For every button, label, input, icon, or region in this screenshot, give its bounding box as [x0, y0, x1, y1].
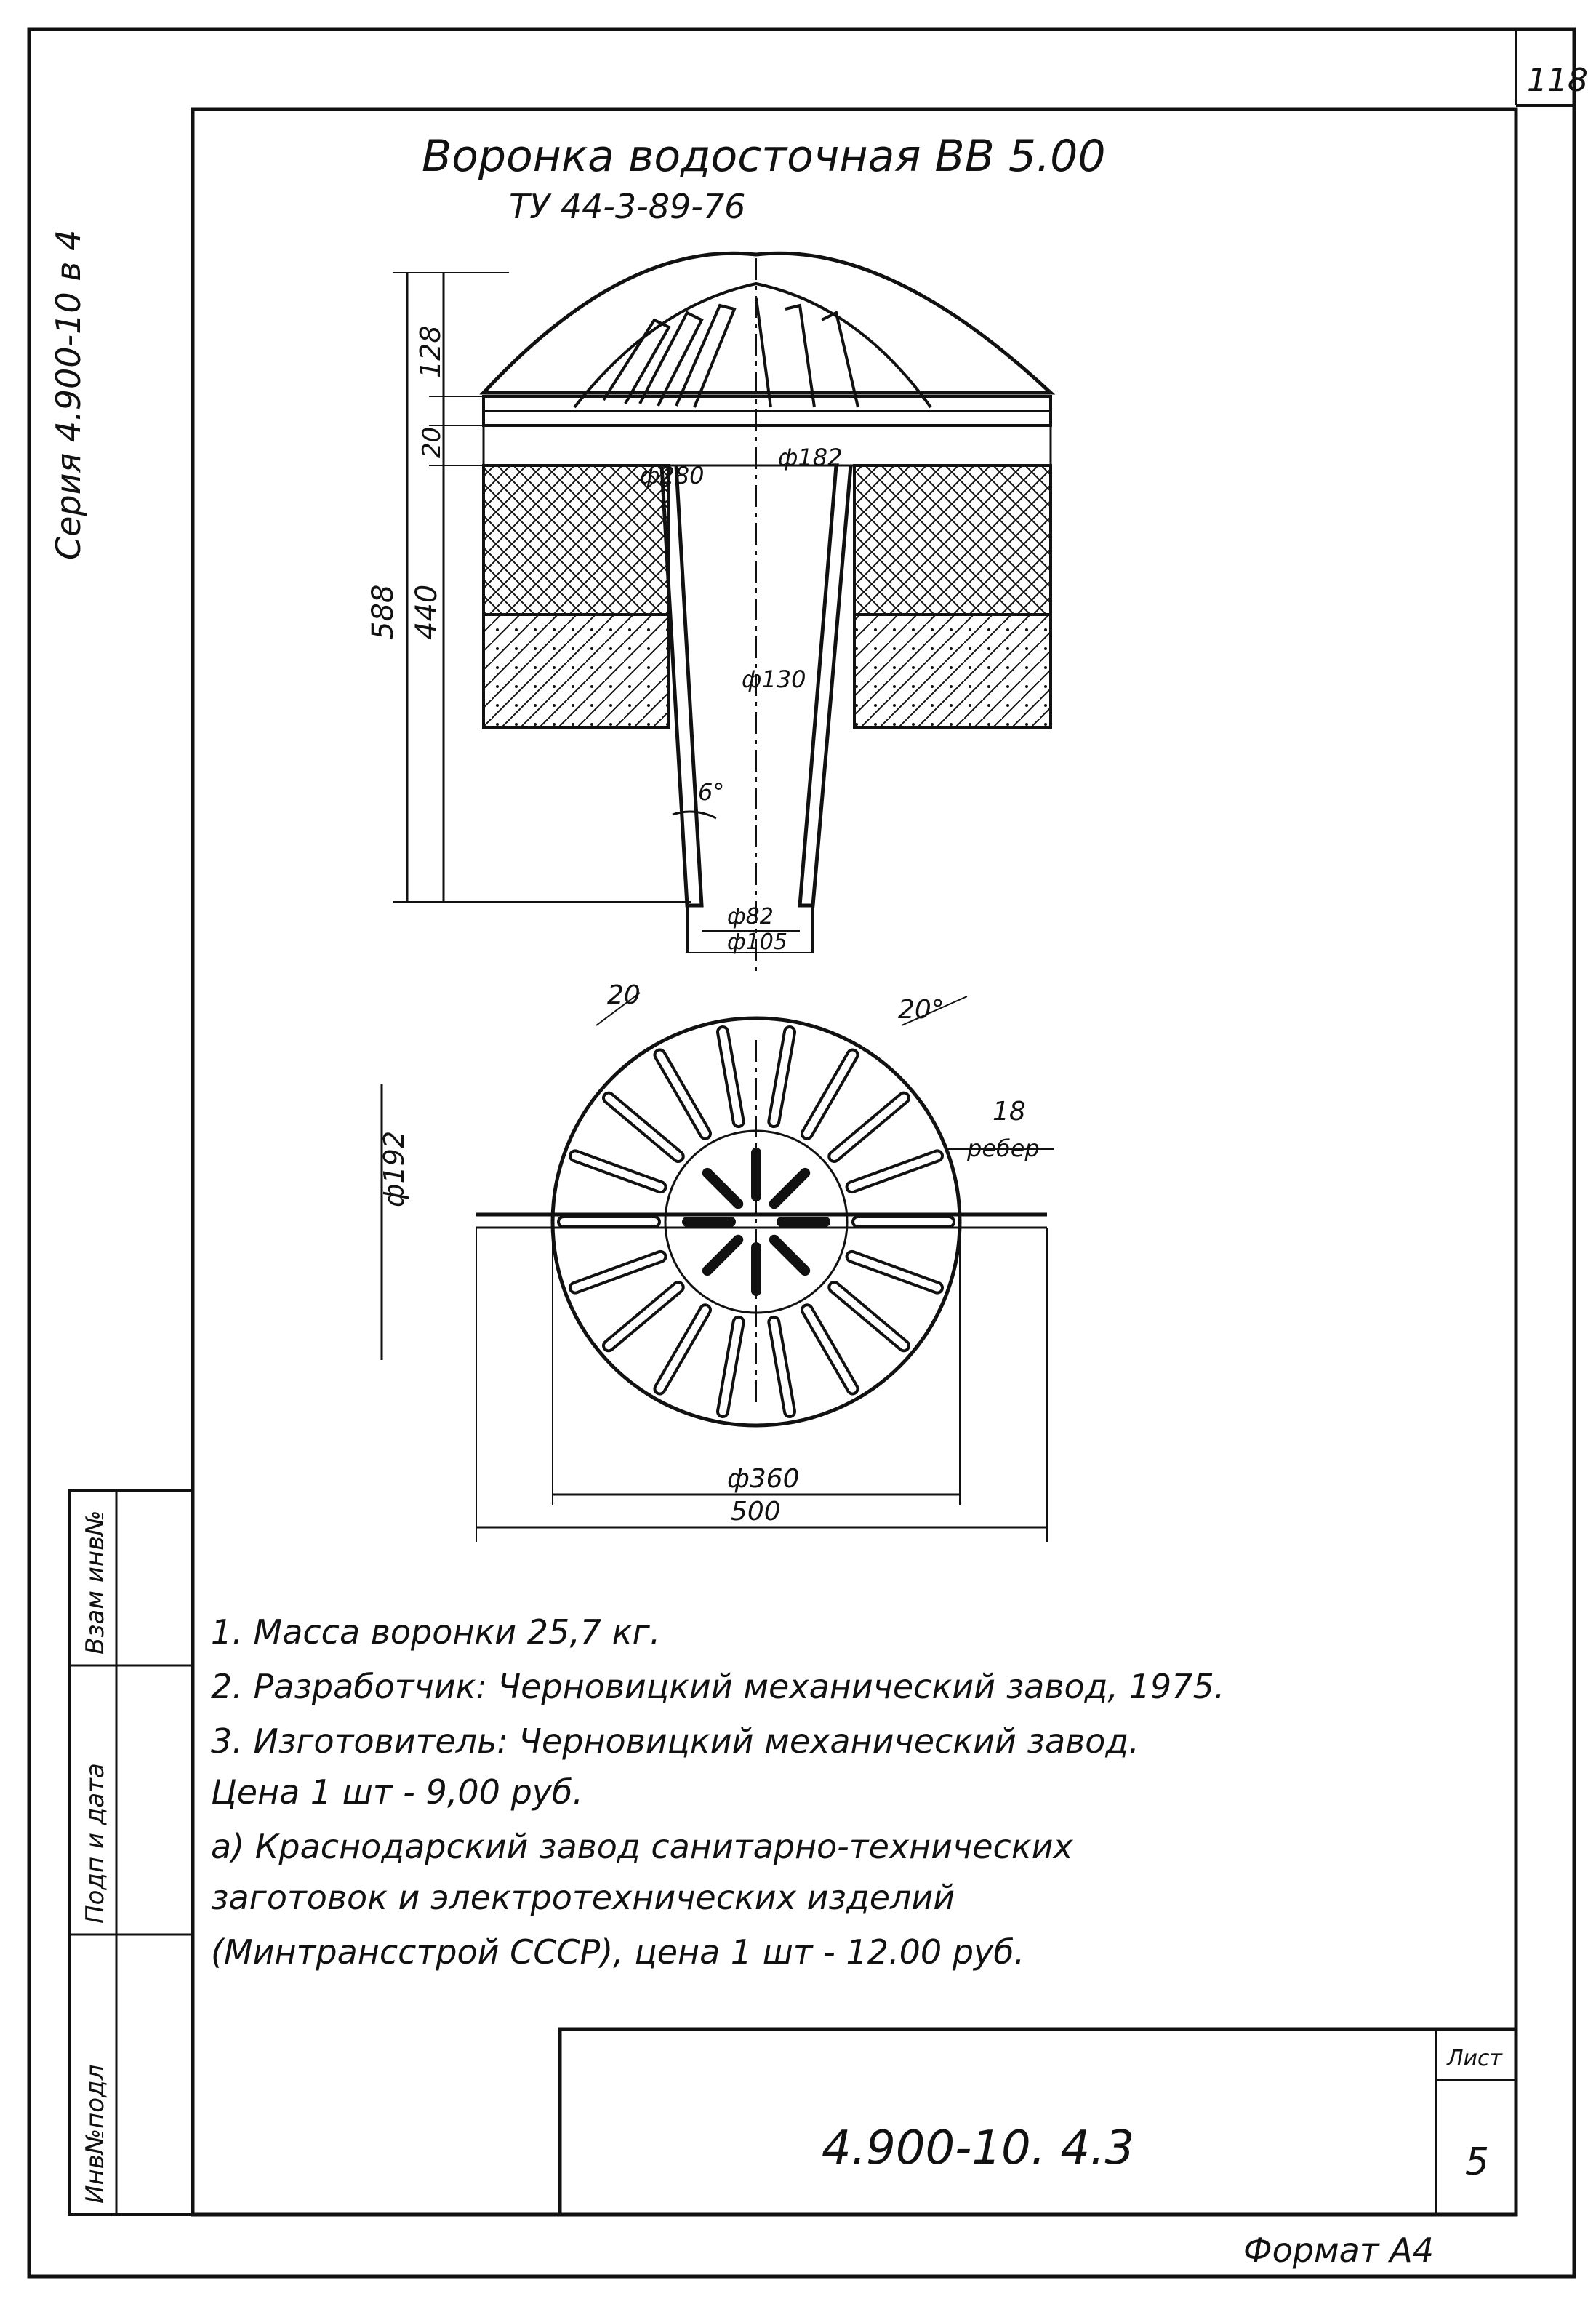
note-3: 3. Изготовитель: Черновицкий механически…: [211, 1721, 1139, 1761]
dim-d-flange: ф280: [640, 462, 704, 489]
grate-rib-slot: [848, 1152, 942, 1191]
dim-d-inner-top: ф182: [778, 444, 842, 471]
grate-rib-slot: [770, 1028, 794, 1126]
funnel-wall-right: [798, 465, 853, 908]
format-label: Формат А4: [1243, 2231, 1434, 2270]
note-1: 1. Масса воронки 25,7 кг.: [211, 1612, 660, 1652]
hub-slot: [769, 1167, 811, 1209]
plan-view: [380, 992, 1054, 1542]
grate-rib-slot: [718, 1318, 742, 1415]
notes: 1. Масса воронки 25,7 кг. 2. Разработчик…: [211, 1612, 1224, 1972]
grate-rib-slot: [604, 1094, 682, 1161]
grate-rib-slot: [770, 1318, 794, 1415]
drawing-title: Воронка водосточная ВВ 5.00: [422, 131, 1106, 182]
concrete-left: [482, 613, 670, 729]
funnel-wall-left: [659, 465, 704, 908]
hub-slot: [769, 1234, 811, 1276]
grate-rib-slot: [830, 1283, 908, 1350]
dim-d-bowl: ф360: [727, 1464, 800, 1494]
note-2: 2. Разработчик: Черновицкий механический…: [211, 1667, 1224, 1706]
dim-rib-angle: 20°: [898, 995, 945, 1025]
dim-ribs-label: ребер: [966, 1135, 1040, 1162]
outer-frame: [27, 27, 1576, 2279]
dim-flange: 20: [417, 427, 446, 458]
hub-slot: [702, 1234, 744, 1276]
screed-layer: [482, 424, 1052, 467]
note-3-price: Цена 1 шт - 9,00 руб.: [211, 1772, 583, 1812]
dome-inner: [573, 281, 932, 409]
dim-d-mid: ф130: [742, 665, 806, 693]
dim-total-height: 588: [366, 585, 400, 640]
stamp-vzam-inv: Взам инв№: [81, 1511, 110, 1655]
grate-ribs: [557, 1025, 955, 1418]
page-number: 118: [1527, 62, 1588, 99]
grate-rib-slot: [803, 1051, 857, 1137]
grate-rib-slot: [830, 1094, 908, 1161]
dim-body-height: 440: [410, 585, 444, 640]
drawing-spec: ТУ 44-3-89-76: [509, 187, 745, 226]
insulation-left: [482, 464, 670, 616]
grate-rib-slot: [656, 1051, 709, 1137]
note-3a-3: (Минтрансстрой СССР), цена 1 шт - 12.00 …: [211, 1932, 1024, 1972]
doc-code: 4.900-10. 4.3: [822, 2121, 1134, 2175]
side-stamp: Инв№подл Подп и дата Взам инв№: [68, 1489, 194, 2216]
grate-rib-slot: [571, 1152, 665, 1191]
dim-angle: 6°: [698, 778, 724, 806]
grate-rib-slot: [571, 1252, 665, 1292]
sheet-label: Лист: [1446, 2046, 1504, 2071]
section-view: [393, 251, 1056, 975]
grate-rib-slot: [803, 1306, 857, 1393]
dim-d-bottom-inner: ф82: [727, 904, 774, 929]
dim-d-bottom-outer: ф105: [727, 929, 787, 955]
dome-ribs: [602, 297, 859, 408]
dim-plate-width: 500: [731, 1497, 781, 1527]
concrete-right: [853, 613, 1052, 729]
hub-slot: [702, 1167, 744, 1209]
note-3a-2: заготовок и электротехнических изделий: [211, 1878, 955, 1917]
dim-d-grate: ф192: [378, 1131, 410, 1207]
grate-rib-slot: [656, 1306, 709, 1393]
grate-rib-slot: [718, 1028, 742, 1126]
note-3a: а) Краснодарский завод санитарно-техниче…: [211, 1827, 1074, 1866]
dome-cap: [479, 251, 1056, 395]
angle-arc: [672, 810, 717, 820]
sheet-number: 5: [1465, 2140, 1489, 2184]
dim-ribs-count: 18: [993, 1097, 1026, 1127]
dim-top-height: 128: [414, 325, 446, 378]
stamp-podp-data: Подп и дата: [81, 1763, 110, 1924]
dim-rib-width: 20: [607, 980, 641, 1010]
grate-rib-slot: [848, 1252, 942, 1292]
grate-rib-slot: [604, 1283, 682, 1350]
insulation-right: [853, 464, 1052, 616]
stamp-inv-podl: Инв№подл: [81, 2065, 110, 2204]
title-block: [558, 2027, 1518, 2217]
series-label: Серия 4.900-10 в 4: [49, 230, 88, 560]
